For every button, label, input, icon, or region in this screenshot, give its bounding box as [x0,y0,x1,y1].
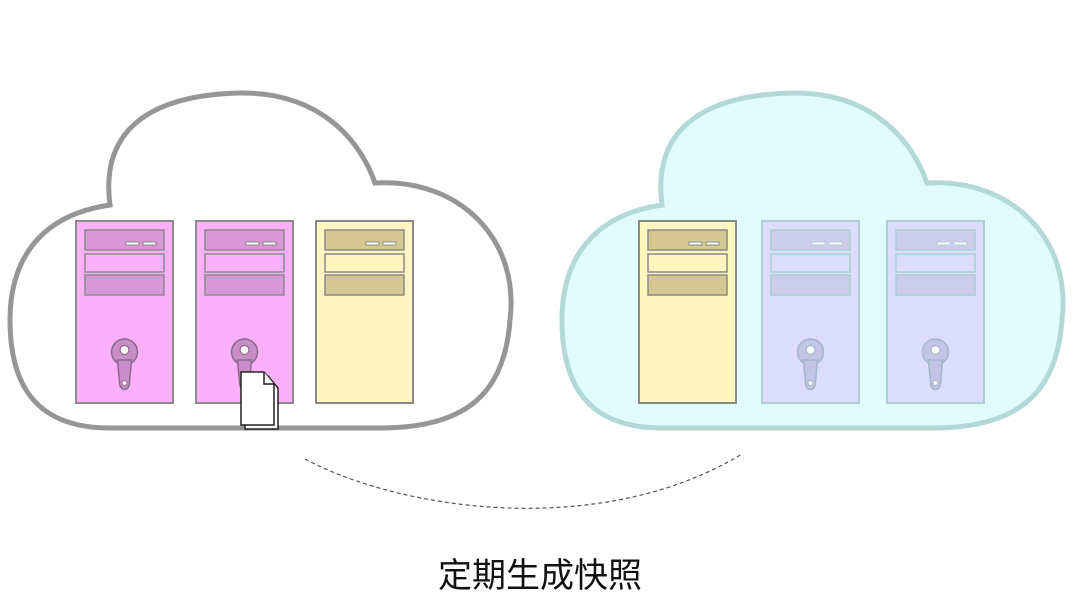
lock-icon [921,338,950,391]
diagram-caption: 定期生成快照 [438,556,642,596]
lock-icon [110,338,139,391]
server-source-2 [195,220,294,404]
document-icon [240,371,279,430]
lock-icon [796,338,825,391]
server-target-2 [761,220,860,404]
server-source-1 [75,220,174,404]
server-target-1 [638,220,737,404]
server-source-3 [315,220,414,404]
server-target-3 [886,220,985,404]
snapshot-connector [304,453,743,509]
servers-layer [75,220,985,404]
